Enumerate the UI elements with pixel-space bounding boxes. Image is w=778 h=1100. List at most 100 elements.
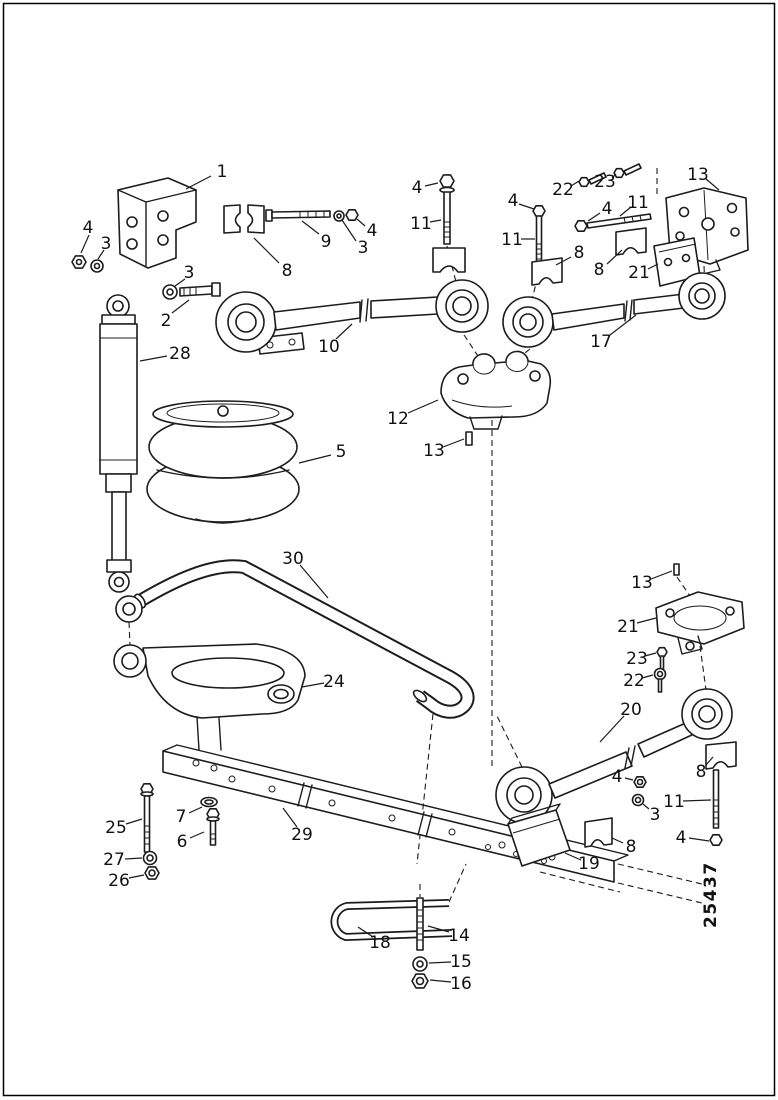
clamp-8-rod20 [705,741,737,770]
callout-label: 5 [336,442,347,462]
callout-label: 23 [626,649,648,669]
callout-label: 29 [291,825,313,845]
callout-leader [642,803,650,810]
callout-label: 4 [367,221,378,241]
callout-leader [705,178,720,191]
bolt-2 [162,282,221,300]
rod-pin-bolt-11 [532,205,546,265]
bracket-21-lower [655,591,745,655]
washer-3-rod20 [631,793,645,807]
callout-leader [609,314,637,336]
callout-label: 26 [108,871,130,891]
callout-leader [599,715,625,743]
callout-label: 25 [105,818,127,838]
callout-leader [341,219,357,242]
front-hanger-bracket [117,177,197,269]
washer-27 [142,850,158,866]
callout-label: 4 [602,199,613,219]
shock-absorber [99,294,138,593]
bushing-clamp-8-left [531,257,563,286]
bracket-19 [507,803,571,867]
callout-leader [619,206,632,217]
callout-label: 27 [103,850,125,870]
callout-label: 21 [628,263,650,283]
air-spring-bellows [146,400,300,524]
callout-label: 11 [663,792,685,812]
callout-leader [301,682,325,688]
callout-label: 13 [423,441,445,461]
callout-leader [606,249,623,265]
callout-leader [125,818,143,825]
callout-leader [97,249,105,260]
bolt-23-lower [656,646,668,671]
callout-label: 19 [578,854,600,874]
callout-leader [636,617,657,624]
callout-label: 11 [501,230,523,250]
callout-leader [174,278,186,287]
callout-leader [644,652,657,657]
callout-leader [587,212,601,222]
callout-leader [124,857,143,860]
callout-leader [564,852,582,861]
callout-label: 23 [594,172,616,192]
nut-4-rod20 [633,775,647,789]
callout-leader [427,925,450,933]
callout-label: 8 [626,837,637,857]
callout-label: 12 [387,409,409,429]
callout-leader [688,837,710,842]
bolt-22-top [578,172,607,188]
callout-leader [705,756,714,766]
callout-label: 8 [594,260,605,280]
callout-label: 28 [169,344,191,364]
bolt-9 [265,209,359,222]
bolt-6 [206,807,220,846]
callout-label: 4 [412,178,423,198]
u-bolt [330,899,453,942]
callout-leader [407,399,439,414]
callout-label: 22 [623,671,645,691]
callout-leader [301,220,320,235]
callout-leader [253,237,280,264]
lower-arm [113,643,306,751]
callout-leader [611,173,617,179]
frame-rail [162,744,703,904]
callout-label: 8 [282,261,293,281]
callout-label: 30 [282,549,304,569]
callout-leader [189,831,205,839]
callout-label: 3 [650,805,661,825]
rod-clamp-bolt-4-11 [574,213,652,232]
nut-4-stud [709,833,723,847]
callout-leader [682,799,712,802]
washer-7 [200,796,218,808]
callout-label: 9 [321,232,332,252]
callout-leader [518,203,535,210]
callout-leader [429,979,452,983]
callout-leader [299,564,329,599]
callout-leader [555,256,572,266]
stabilizer-bar [115,559,475,719]
callout-leader [298,454,332,464]
callout-leader [647,263,659,270]
callout-label: 10 [318,337,340,357]
callout-leader [624,777,634,781]
stud-11-rod20 [712,769,720,829]
callout-leader [188,806,203,814]
callout-leader [429,219,442,223]
washer-15 [412,956,428,972]
callout-label: 4 [83,218,94,238]
torque-rod-rear-upper-17 [502,272,726,348]
callout-label: 20 [620,700,642,720]
callout-label: 3 [101,234,112,254]
callout-label: 3 [184,263,195,283]
bolt-23-top [613,163,642,179]
callout-label: 18 [369,933,391,953]
callout-leader [641,674,654,679]
callout-label: 13 [687,165,709,185]
nut-16 [411,973,429,989]
torque-rod-upper [215,279,489,355]
callout-leader [128,874,145,879]
